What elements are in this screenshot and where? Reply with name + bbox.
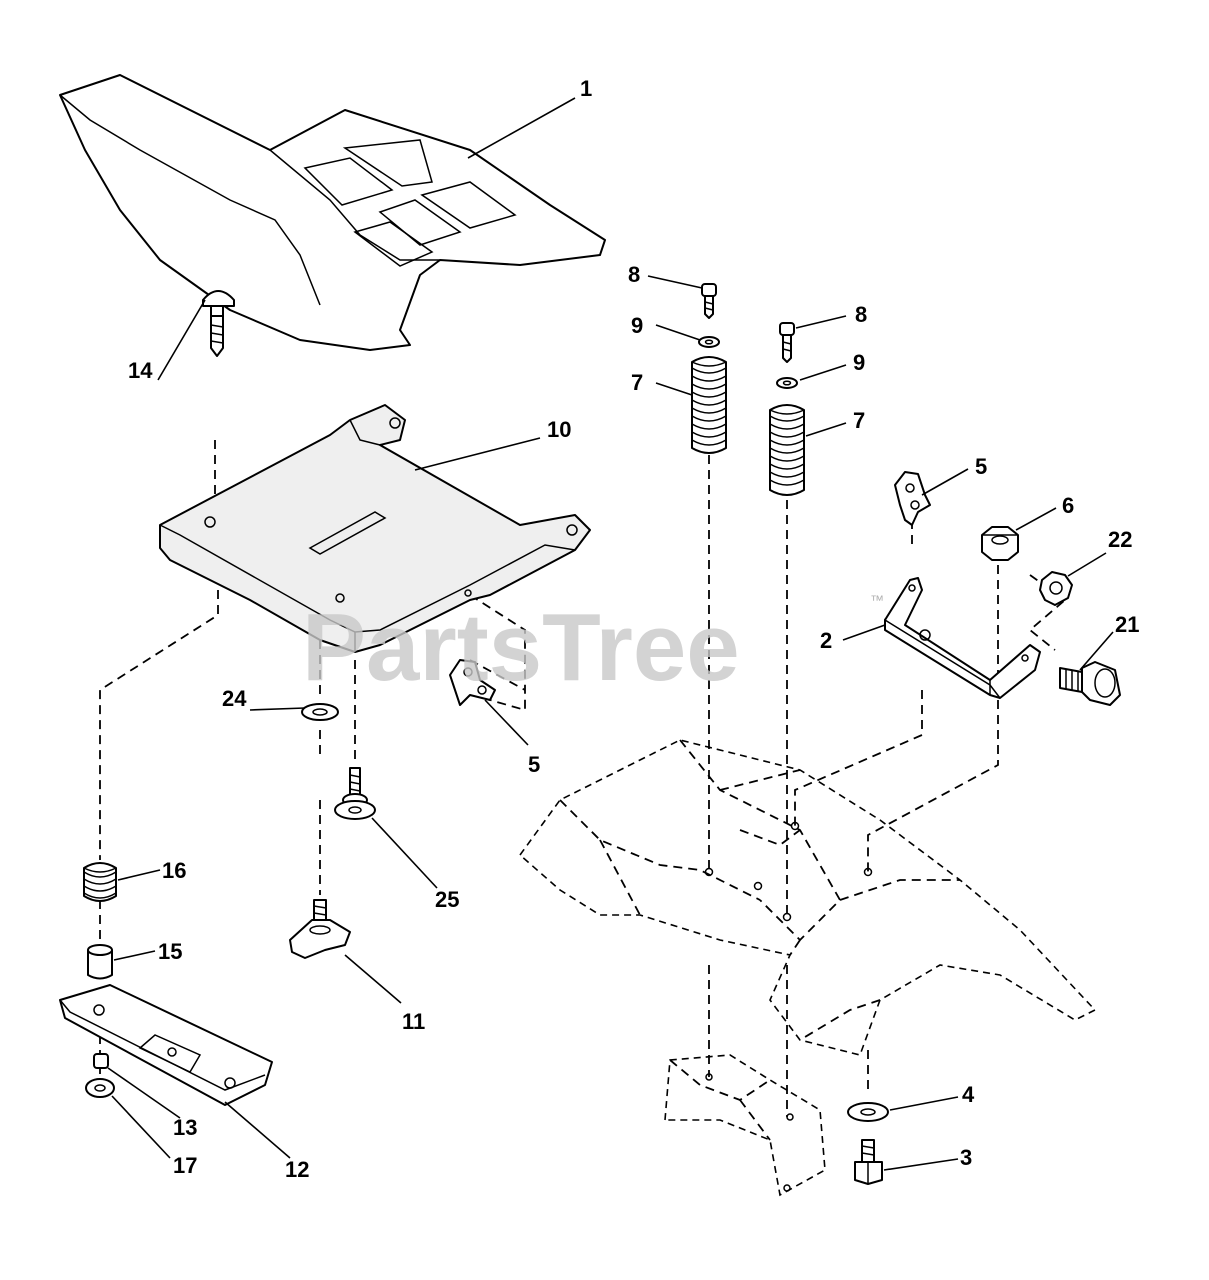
callout-knob: 11 xyxy=(402,1009,425,1034)
leader-lines xyxy=(107,97,1114,1171)
callout-spacer: 13 xyxy=(173,1115,197,1140)
watermark: PartsTree ™ xyxy=(302,592,884,701)
hex-nut-22 xyxy=(1039,571,1073,606)
callout-knob-bolt: 21 xyxy=(1115,612,1139,637)
spring-16 xyxy=(83,862,117,902)
assembly-lines xyxy=(99,440,1067,1117)
watermark-trademark: ™ xyxy=(870,592,884,608)
nut-17 xyxy=(85,1078,115,1098)
washer-9-right xyxy=(776,377,798,389)
washer-4 xyxy=(847,1102,889,1122)
bushing-15 xyxy=(87,944,113,980)
spacer-13 xyxy=(93,1053,109,1069)
callout-hex-nut-22: 22 xyxy=(1108,527,1132,552)
callout-clip-left: 5 xyxy=(528,752,540,777)
callout-hex-bolt: 3 xyxy=(960,1145,972,1170)
seat-pan xyxy=(159,404,591,653)
callout-bushing: 15 xyxy=(158,939,182,964)
watermark-text: PartsTree xyxy=(302,594,740,701)
spring-7-left xyxy=(691,356,727,454)
callout-spring-16: 16 xyxy=(162,858,186,883)
shoulder-bolt xyxy=(334,767,376,820)
callout-seat: 1 xyxy=(580,76,592,101)
callout-carriage-bolt: 14 xyxy=(128,358,153,383)
callout-slide-plate: 12 xyxy=(285,1157,309,1182)
callout-nut-17: 17 xyxy=(173,1153,197,1178)
spring-7-right xyxy=(769,404,805,496)
callout-labels: 1 14 10 8 9 7 8 9 7 5 6 22 2 21 24 5 25 … xyxy=(128,76,1139,1182)
callout-bolt-right: 8 xyxy=(855,302,867,327)
callout-washer-left: 9 xyxy=(631,313,643,338)
callout-bolt-left: 8 xyxy=(628,262,640,287)
seat-knob xyxy=(289,899,351,959)
hex-bolt-3 xyxy=(854,1139,883,1185)
seat xyxy=(59,74,606,351)
callout-bracket: 2 xyxy=(820,628,832,653)
callout-washer-right: 9 xyxy=(853,350,865,375)
fender-assembly xyxy=(518,739,1097,1056)
bolt-8-left xyxy=(701,283,717,319)
callout-hex-nut-6: 6 xyxy=(1062,493,1074,518)
washer-24 xyxy=(301,703,339,721)
callout-seat-pan: 10 xyxy=(547,417,571,442)
callout-clip-right: 5 xyxy=(975,454,987,479)
hex-nut-6 xyxy=(981,526,1019,561)
seat-bracket xyxy=(884,577,1041,699)
callout-spring-left: 7 xyxy=(631,370,643,395)
callout-spring-right: 7 xyxy=(853,408,865,433)
callout-washer-24: 24 xyxy=(222,686,247,711)
callout-shoulder-bolt: 25 xyxy=(435,887,459,912)
bolt-8-right xyxy=(779,322,795,363)
seat-clip-right xyxy=(894,471,931,526)
carriage-bolt xyxy=(202,290,235,357)
callout-washer-4: 4 xyxy=(962,1082,975,1107)
slide-plate xyxy=(59,984,273,1106)
frame-bracket xyxy=(664,1054,826,1197)
knob-bolt-21 xyxy=(1059,661,1121,706)
seat-clip-left xyxy=(449,659,496,706)
washer-9-left xyxy=(698,336,720,348)
